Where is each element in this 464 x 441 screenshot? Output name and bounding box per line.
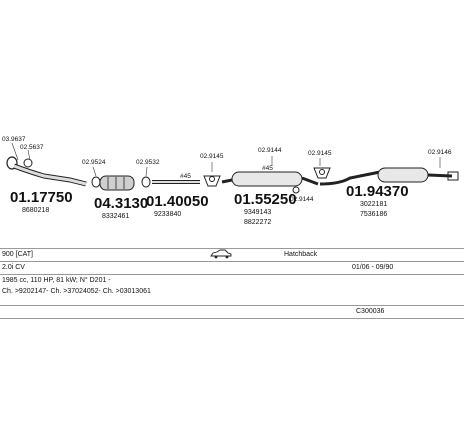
part-ref-4: 9349143 bbox=[244, 209, 271, 216]
years: 01/06 - 09/90 bbox=[352, 264, 394, 271]
part-label-3: 02.9524 bbox=[82, 159, 106, 166]
part-label-4: 02.9532 bbox=[136, 159, 160, 166]
part-ref-3: 9233840 bbox=[154, 211, 181, 218]
part-label-8: 02.9146 bbox=[428, 149, 452, 156]
part-label-6: 02.9144 bbox=[258, 147, 282, 154]
kit-code: C300036 bbox=[356, 308, 385, 315]
info-row-model: 900 [CAT] Hatchback bbox=[0, 248, 464, 260]
front-pipe bbox=[6, 156, 87, 187]
info-row-kit: C300036 bbox=[0, 305, 464, 317]
model-name: 900 [CAT] bbox=[2, 251, 33, 258]
part-label-9: 02.9144 bbox=[290, 196, 314, 203]
hanger-2 bbox=[292, 167, 331, 194]
part-code-5: 01.94370 bbox=[346, 183, 409, 200]
hash-label-1: #45 bbox=[180, 173, 191, 180]
info-row-engine: 2.0i CV 01/06 - 09/90 bbox=[0, 261, 464, 273]
engine: 2.0i CV bbox=[2, 264, 25, 271]
part-label-7: 02.9145 bbox=[308, 150, 332, 157]
exhaust-diagram-svg: 03.9637 02.5637 02.9524 02.9532 02.9145 … bbox=[2, 136, 459, 226]
part-code-1: 01.17750 bbox=[10, 189, 73, 206]
part-ref-5b: 7536186 bbox=[360, 211, 387, 218]
part-label-1: 03.9637 bbox=[2, 136, 26, 143]
part-code-4: 01.55250 bbox=[234, 191, 297, 208]
part-ref-5: 3022181 bbox=[360, 201, 387, 208]
info-row-chassis: Ch. >9202147- Ch. >37024052- Ch. >030130… bbox=[0, 286, 464, 297]
body-type: Hatchback bbox=[284, 251, 318, 258]
info-bottom-border bbox=[0, 318, 464, 319]
part-ref-2: 8332461 bbox=[102, 213, 129, 220]
catalytic-converter bbox=[91, 175, 151, 191]
rear-silencer bbox=[319, 167, 459, 186]
car-side-icon bbox=[210, 249, 232, 259]
part-label-2: 02.5637 bbox=[20, 144, 44, 151]
part-code-2: 04.3130 bbox=[94, 195, 148, 212]
spec: 1985 cc, 110 HP, 81 kW; N° D201 - bbox=[2, 277, 111, 284]
part-ref-1: 8680218 bbox=[22, 207, 49, 214]
middle-pipe: #45 bbox=[152, 173, 200, 184]
part-label-5: 02.9145 bbox=[200, 153, 224, 160]
hash-label-2: #45 bbox=[262, 165, 273, 172]
info-row-spec: 1985 cc, 110 HP, 81 kW; N° D201 - bbox=[0, 274, 464, 286]
part-ref-4b: 8822272 bbox=[244, 219, 271, 226]
middle-silencer: #45 bbox=[221, 165, 319, 187]
exhaust-diagram: 03.9637 02.5637 02.9524 02.9532 02.9145 … bbox=[2, 136, 459, 226]
chassis-ranges: Ch. >9202147- Ch. >37024052- Ch. >030130… bbox=[2, 288, 151, 295]
hanger-1 bbox=[203, 175, 221, 187]
part-code-3: 01.40050 bbox=[146, 193, 209, 210]
